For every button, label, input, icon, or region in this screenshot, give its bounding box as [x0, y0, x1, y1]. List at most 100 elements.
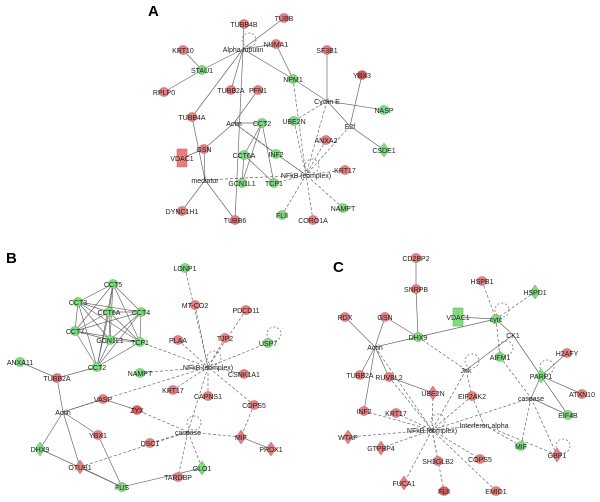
node-actin[interactable]: Actin [226, 121, 242, 128]
node-gcn1l1[interactable]: GCN1L1 [228, 178, 256, 189]
node-tardbp[interactable]: TARDBP [164, 472, 192, 483]
node-flii[interactable]: FLII [438, 486, 450, 497]
node-csnk1a1[interactable]: CSNK1A1 [228, 369, 260, 380]
node-anxa11[interactable]: ANXA11 [7, 357, 33, 368]
node-coro1a[interactable]: CORO1A [298, 215, 328, 226]
node-krt17[interactable]: KRT17 [334, 165, 356, 176]
node-dhx9[interactable]: DHX9 [31, 441, 50, 457]
node-ruvbl2[interactable]: RUVBL2 [375, 372, 403, 383]
node-ybx3[interactable]: YBX3 [353, 70, 371, 81]
node-cd2bp2[interactable]: CD2BP2 [402, 253, 430, 264]
node-eif2ak2[interactable]: EIF2AK2 [458, 391, 486, 402]
node-plaa[interactable]: PLAA [169, 335, 187, 346]
node-glo1[interactable]: GLO1 [193, 460, 212, 476]
node-lonp1[interactable]: LONP1 [174, 263, 197, 274]
node-tubb2a[interactable]: TUBB2A [217, 85, 245, 96]
node-cops5[interactable]: COPS5 [468, 454, 492, 465]
node-nasp[interactable]: NASP [374, 105, 394, 116]
node-gcn1l1[interactable]: GCN1L1 [96, 335, 124, 346]
node-atxn10[interactable]: ATXN10 [569, 389, 595, 400]
node-cct6a[interactable]: CCT6A [233, 150, 256, 161]
node-h2afy[interactable]: H2AFY [556, 348, 579, 359]
node-gsn[interactable]: GSN [196, 144, 212, 155]
node-actin[interactable]: Actin [367, 345, 383, 352]
node-prdx1[interactable]: PRDX1 [259, 441, 283, 457]
node-emid1[interactable]: EMID1 [485, 486, 507, 497]
node-alphatub[interactable]: Alpha tubulin [223, 47, 264, 54]
node-vdac1[interactable]: VDAC1 [170, 148, 194, 168]
node-npm1[interactable]: NPM1 [283, 74, 303, 85]
node-cct2[interactable]: CCT2 [88, 362, 106, 373]
node-aifm1[interactable]: AIFM1 [490, 352, 511, 363]
node-tcp1[interactable]: TCP1 [131, 337, 149, 348]
node-flii[interactable]: FLII [276, 210, 288, 221]
node-wtap[interactable]: WTAP [338, 429, 358, 445]
node-inf2[interactable]: INF2 [356, 406, 372, 417]
node-tubb6[interactable]: TUBB6 [224, 215, 247, 226]
node-e2f[interactable]: E2f [345, 124, 356, 131]
node-nampt[interactable]: NAMPT [128, 368, 153, 379]
node-numa1[interactable]: NUMA1 [264, 39, 289, 50]
node-sf3b1[interactable]: SF3B1 [316, 45, 338, 56]
node-cct2[interactable]: CCT2 [253, 118, 271, 129]
node-jnk[interactable]: Jnk [461, 368, 472, 375]
node-otub1[interactable]: OTUB1 [68, 459, 92, 475]
node-nfkb[interactable]: NFkB (complex) [407, 428, 457, 435]
node-fus[interactable]: FUS [115, 482, 129, 493]
node-vasp[interactable]: VASP [94, 394, 112, 405]
node-zyx[interactable]: ZYX [130, 405, 144, 416]
node-gbp1[interactable]: GBP1 [548, 447, 567, 463]
node-cct3[interactable]: CCT3 [69, 297, 87, 308]
node-dhx9[interactable]: DHX9 [409, 332, 428, 343]
node-mtco2[interactable]: MT-CO2 [182, 300, 209, 311]
node-rdx[interactable]: RDX [338, 312, 353, 323]
node-krt17[interactable]: KRT17 [162, 385, 184, 396]
node-inf2[interactable]: INF2 [268, 149, 284, 160]
node-snrpb[interactable]: SNRPB [404, 284, 428, 295]
node-cct7[interactable]: CCT7 [66, 326, 84, 337]
node-gsn[interactable]: GSN [377, 312, 393, 323]
node-eif4b[interactable]: EIF4B [558, 410, 578, 421]
node-ube2n[interactable]: UBE2N [282, 116, 306, 127]
node-ube2n[interactable]: UBE2N [421, 385, 445, 401]
node-krt17[interactable]: KRT17 [385, 408, 407, 419]
node-hspd1[interactable]: HSPD1 [523, 284, 547, 300]
node-cct5[interactable]: CCT5 [104, 279, 122, 290]
node-vdac1[interactable]: VDAC1 [446, 307, 470, 327]
node-cytc[interactable]: cytc [490, 314, 503, 325]
node-cct6a[interactable]: CCT6A [98, 307, 121, 318]
node-mediator[interactable]: mediator [191, 178, 219, 185]
node-hspb1[interactable]: HSPB1 [471, 276, 494, 287]
node-nfkb[interactable]: NFkB (complex) [183, 365, 233, 372]
node-sh3glb2[interactable]: SH3GLB2 [422, 456, 454, 467]
node-ck1[interactable]: CK1 [506, 333, 520, 340]
node-nfkb[interactable]: NFkB (complex) [281, 173, 331, 180]
node-actin[interactable]: Actin [55, 410, 71, 417]
node-tubb2a[interactable]: TUBB2A [43, 373, 71, 384]
node-dsc1[interactable]: DSC1 [141, 438, 160, 449]
node-dync1h1[interactable]: DYNC1H1 [166, 206, 199, 217]
node-ifna[interactable]: Interferon alpha [459, 423, 508, 430]
node-caspase[interactable]: caspase [518, 396, 544, 403]
node-tubb2a[interactable]: TUBB2A [346, 370, 374, 381]
node-cycline[interactable]: Cyclin E [314, 99, 340, 106]
node-anxa2[interactable]: ANXA2 [315, 135, 338, 146]
node-tubb4a[interactable]: TUBB4A [178, 112, 206, 123]
node-nampt[interactable]: NAMPT [331, 203, 356, 214]
node-fuca1[interactable]: FUCA1 [393, 475, 416, 491]
node-tcp1[interactable]: TCP1 [265, 178, 283, 189]
node-cops5[interactable]: COPS5 [242, 400, 266, 411]
node-cct4[interactable]: CCT4 [132, 307, 150, 318]
node-caspase[interactable]: caspase [175, 430, 201, 437]
node-pfn1[interactable]: PFN1 [249, 85, 267, 96]
node-rplp0[interactable]: RPLP0 [153, 87, 175, 98]
node-tjp2[interactable]: TJP2 [217, 333, 233, 344]
node-gtpbp4[interactable]: GTPBP4 [367, 440, 395, 456]
node-ybx1[interactable]: YBX1 [89, 430, 107, 441]
node-csde1[interactable]: CSDE1 [372, 142, 396, 158]
node-tubb4b[interactable]: TUBB4B [230, 19, 258, 30]
node-parp1[interactable]: PARP1 [530, 368, 553, 384]
node-capns1[interactable]: CAPNS1 [194, 391, 222, 402]
node-mif[interactable]: MIF [235, 429, 247, 445]
node-tubb[interactable]: TUBB [275, 13, 294, 24]
